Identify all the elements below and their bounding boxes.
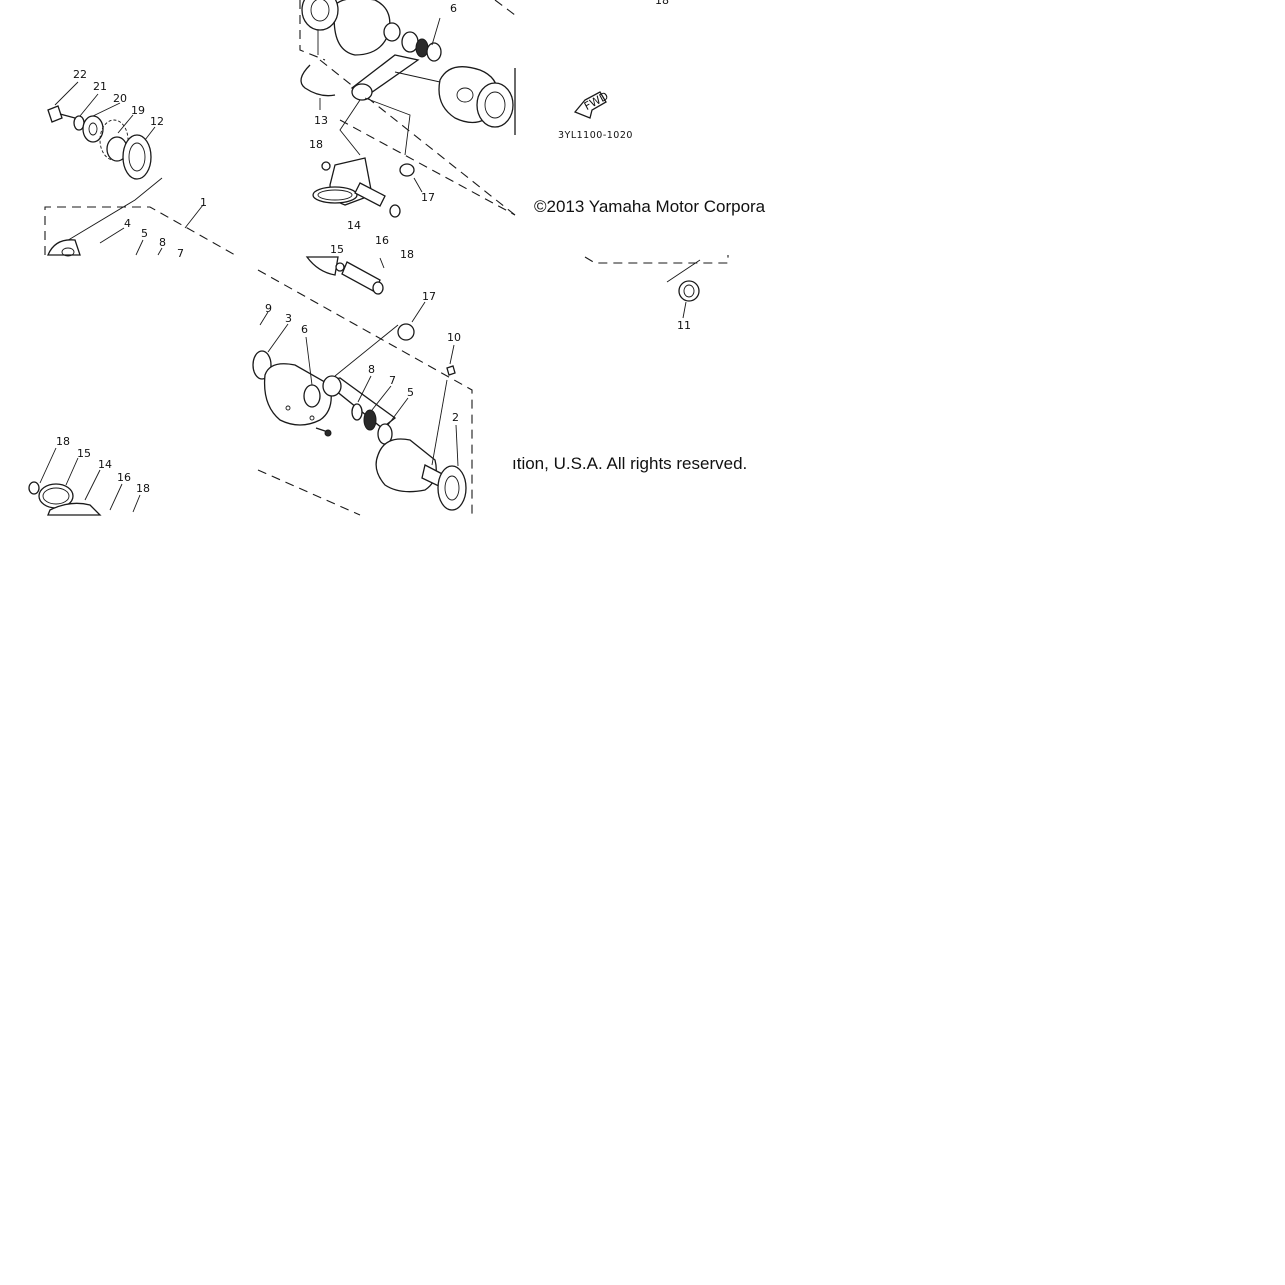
label-8a: 8 bbox=[159, 236, 166, 249]
label-2: 2 bbox=[452, 411, 459, 424]
label-15a: 15 bbox=[330, 243, 344, 256]
label-12: 12 bbox=[150, 115, 164, 128]
washer-6-lower bbox=[303, 384, 321, 408]
clip-18a bbox=[321, 161, 331, 171]
copyright-line-1: ©2013 Yamaha Motor Corpora bbox=[534, 197, 766, 216]
label-18d: 18 bbox=[136, 482, 150, 495]
label-8b: 8 bbox=[368, 363, 375, 376]
label-5a: 5 bbox=[141, 227, 148, 240]
washer-6-upper bbox=[426, 42, 442, 62]
label-4: 4 bbox=[124, 217, 131, 230]
needle-bearing-17a bbox=[399, 163, 415, 177]
oil-seal-12 bbox=[122, 134, 152, 180]
crank-web-lower-right bbox=[375, 438, 437, 493]
woodruff-key-10 bbox=[446, 365, 456, 376]
label-9: 9 bbox=[265, 302, 272, 315]
label-18b: 18 bbox=[400, 248, 414, 261]
main-bearing-2 bbox=[437, 465, 467, 511]
upper-tile bbox=[299, 0, 607, 218]
label-16a: 16 bbox=[375, 234, 389, 247]
piston-ring-13 bbox=[300, 64, 336, 97]
label-15b: 15 bbox=[77, 447, 91, 460]
upper-bearing-left bbox=[301, 0, 339, 31]
bolt-22 bbox=[47, 105, 63, 123]
label-6: 6 bbox=[301, 323, 308, 336]
label-21: 21 bbox=[93, 80, 107, 93]
right-tile bbox=[584, 255, 729, 319]
fwd-arrow-icon bbox=[573, 91, 607, 119]
piston-lower-partial bbox=[47, 502, 102, 516]
crank-web-left-partial bbox=[47, 239, 81, 256]
piston-pin-16a bbox=[354, 182, 386, 207]
needle-bearing-17b bbox=[397, 323, 415, 341]
label-18a: 18 bbox=[309, 138, 323, 151]
fwd-label: FWD bbox=[582, 89, 611, 113]
needle-bearing-upper bbox=[415, 38, 429, 58]
oil-seal-11 bbox=[678, 280, 700, 302]
crank-web-upper-left bbox=[333, 0, 391, 56]
label-14b: 14 bbox=[98, 458, 112, 471]
crank-web-lower-left bbox=[263, 363, 332, 426]
needle-bearing-lower bbox=[363, 409, 377, 431]
label-7b: 7 bbox=[389, 374, 396, 387]
middle-tile bbox=[252, 256, 473, 516]
label-3: 3 bbox=[285, 312, 292, 325]
label-16b: 16 bbox=[117, 471, 131, 484]
left-tile bbox=[44, 81, 236, 257]
piston-ring-15a bbox=[312, 186, 358, 204]
label-20: 20 bbox=[113, 92, 127, 105]
label-22: 22 bbox=[73, 68, 87, 81]
label-10: 10 bbox=[447, 331, 461, 344]
label-1: 1 bbox=[200, 196, 207, 209]
label-17b: 17 bbox=[422, 290, 436, 303]
label-18c: 18 bbox=[56, 435, 70, 448]
clip-18c bbox=[28, 481, 40, 495]
label-11: 11 bbox=[677, 319, 691, 332]
clip-18b bbox=[389, 204, 401, 218]
label-13: 13 bbox=[314, 114, 328, 127]
diagram-code: 3YL1100-1020 bbox=[558, 130, 633, 141]
label-18-top: 18 bbox=[655, 0, 669, 7]
copyright-line-2: ıtion, U.S.A. All rights reserved. bbox=[512, 454, 748, 473]
label-6-top: 6 bbox=[450, 2, 457, 15]
label-17a: 17 bbox=[421, 191, 435, 204]
label-14a: 14 bbox=[347, 219, 361, 232]
label-7a: 7 bbox=[177, 247, 184, 260]
label-19: 19 bbox=[131, 104, 145, 117]
bottom-left-tile bbox=[28, 447, 141, 516]
label-5b: 5 bbox=[407, 386, 414, 399]
upper-bearing-right bbox=[476, 82, 514, 128]
